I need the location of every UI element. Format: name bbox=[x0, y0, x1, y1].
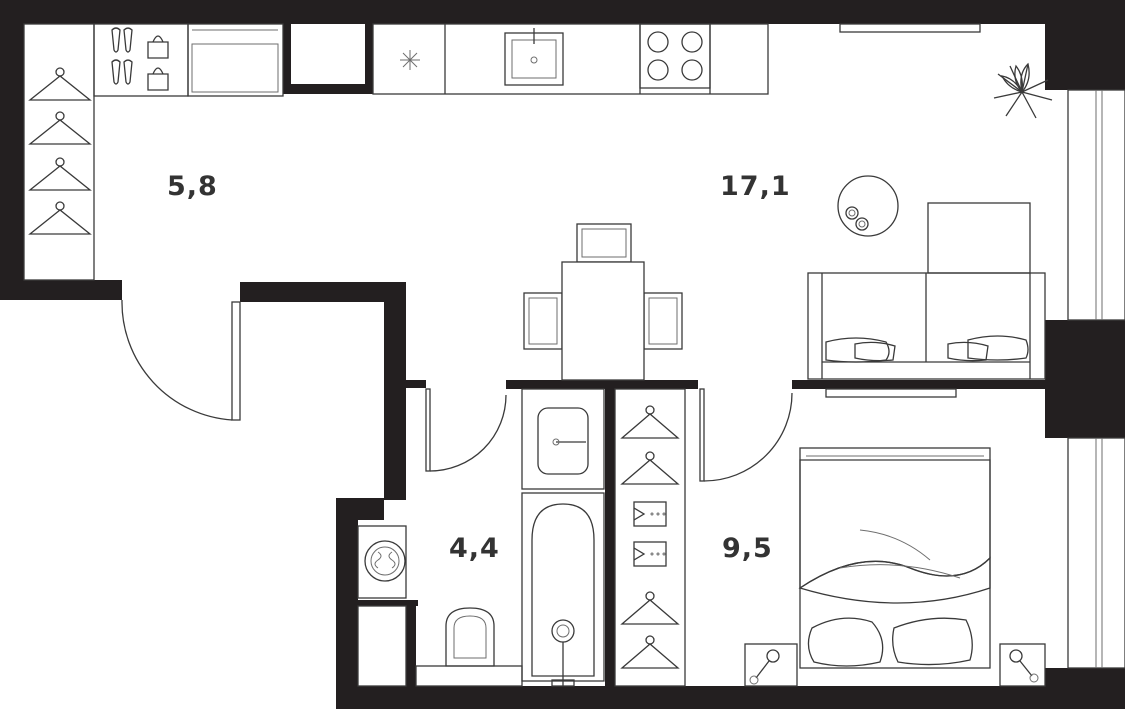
area-label-bathroom: 4,4 bbox=[449, 533, 500, 564]
window-living bbox=[1067, 89, 1125, 321]
area-label-bedroom: 9,5 bbox=[722, 533, 773, 564]
tv-stand bbox=[825, 388, 957, 398]
washbasin bbox=[521, 388, 605, 490]
toilet bbox=[415, 607, 523, 687]
area-label-living-kitchen: 17,1 bbox=[720, 171, 791, 202]
entrance-door bbox=[121, 299, 241, 421]
hanger-icon bbox=[28, 67, 92, 101]
hanger-icon bbox=[28, 111, 92, 145]
shirt-icon bbox=[633, 541, 667, 567]
bedroom-door bbox=[699, 388, 793, 482]
sink-icon bbox=[504, 28, 564, 86]
hallway-wardrobe bbox=[23, 23, 95, 281]
washing-machine bbox=[357, 525, 407, 599]
bag-icon bbox=[147, 35, 169, 91]
hanger-icon bbox=[620, 591, 680, 625]
hanger-icon bbox=[28, 157, 92, 191]
shoe-shelf bbox=[93, 23, 189, 97]
kitchen-unit bbox=[187, 23, 981, 97]
sofa bbox=[807, 202, 1046, 380]
tv-top bbox=[839, 23, 981, 33]
bathtub bbox=[521, 492, 605, 687]
bed bbox=[798, 447, 991, 669]
dining-set bbox=[523, 223, 683, 381]
hanger-icon bbox=[620, 451, 680, 485]
kitchen-niche bbox=[291, 24, 365, 84]
stove-icon bbox=[639, 23, 711, 89]
bedroom-wardrobe bbox=[614, 388, 686, 687]
window-bedroom bbox=[1067, 437, 1125, 669]
shoes-icon bbox=[111, 27, 133, 85]
hanger-icon bbox=[620, 405, 680, 439]
bathroom-door bbox=[425, 388, 507, 472]
bath-cabinet bbox=[357, 605, 407, 687]
nightstand-right bbox=[999, 643, 1046, 687]
shirt-icon bbox=[633, 501, 667, 527]
area-label-hallway: 5,8 bbox=[167, 171, 218, 202]
star-icon bbox=[400, 50, 420, 70]
side-table bbox=[837, 175, 899, 237]
hanger-icon bbox=[620, 635, 680, 669]
hanger-icon bbox=[28, 201, 92, 235]
plant-icon bbox=[993, 62, 1053, 119]
nightstand-left bbox=[744, 643, 798, 687]
